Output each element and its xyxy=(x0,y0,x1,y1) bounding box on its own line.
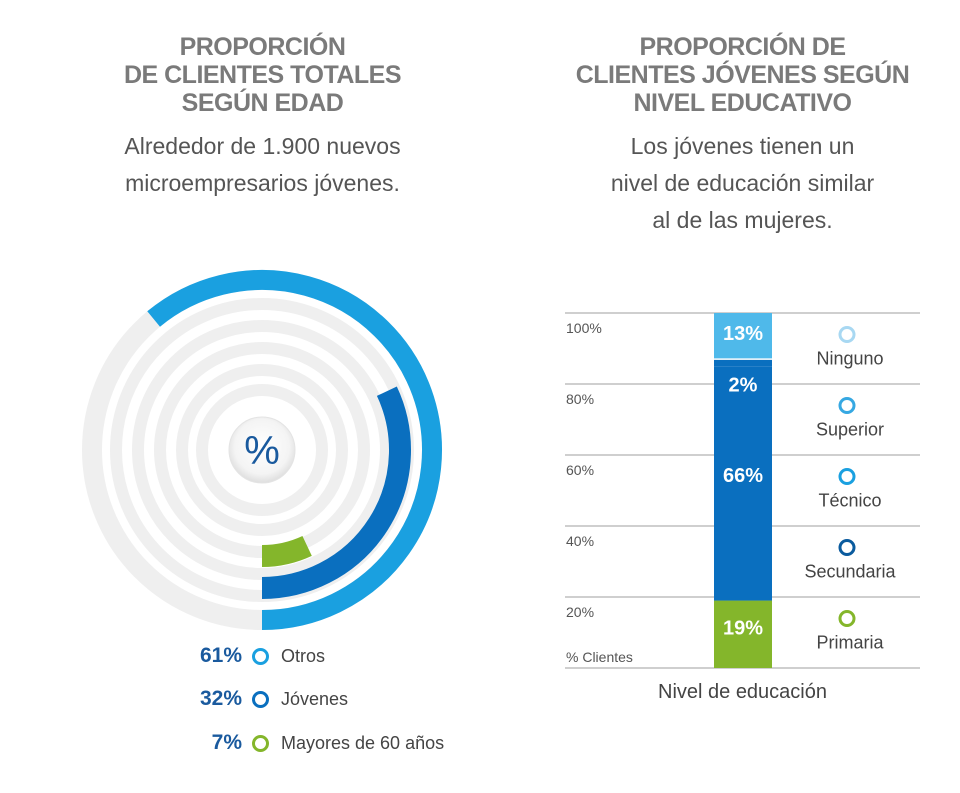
ring-arc-3 xyxy=(261,535,312,567)
legend-ring-icon xyxy=(252,734,269,752)
legend-ring-icon xyxy=(838,397,856,414)
left-subtitle-line-2: microempresarios jóvenes. xyxy=(125,170,400,196)
age-legend-label: Jóvenes xyxy=(281,688,349,709)
bar-value-label: 66% xyxy=(723,465,763,487)
bar-segment-ninguno xyxy=(714,313,772,360)
left-title-line-1: PROPORCIÓN xyxy=(179,33,346,61)
y-tick-label: 40% xyxy=(566,533,594,549)
right-title-line-2: CLIENTES JÓVENES SEGÚN xyxy=(575,61,910,89)
bar-value-label: 19% xyxy=(723,618,763,640)
education-legend-label: Superior xyxy=(816,420,884,440)
bar-segment-primaria xyxy=(714,600,772,668)
legend-ring-icon xyxy=(252,690,269,708)
y-tick-label: 80% xyxy=(566,391,594,407)
right-subtitle-line-2: nivel de educación similar xyxy=(610,170,875,196)
age-legend-item-3: 7% Mayores de 60 años xyxy=(172,728,444,758)
legend-ring-icon xyxy=(838,610,856,627)
legend-ring-icon xyxy=(838,539,856,556)
ring-arc-2 xyxy=(261,386,411,599)
age-ring-chart: % xyxy=(82,270,442,630)
right-chart-subtitle: Los jóvenes tienen un nivel de educación… xyxy=(560,128,925,239)
background-ring-6 xyxy=(196,384,328,516)
education-legend-label: Secundaria xyxy=(804,562,896,582)
left-title-line-3: SEGÚN EDAD xyxy=(181,89,344,117)
background-ring-3 xyxy=(132,320,392,580)
age-legend-label: Mayores de 60 años xyxy=(281,732,445,753)
y-tick-label: 100% xyxy=(566,320,602,336)
y-axis-label: % Clientes xyxy=(566,649,633,665)
left-title-line-2: DE CLIENTES TOTALES xyxy=(123,61,402,89)
right-title-line-1: PROPORCIÓN DE xyxy=(639,33,846,61)
age-legend-item-1: 61% Otros xyxy=(172,641,325,671)
right-chart-title: PROPORCIÓN DE CLIENTES JÓVENES SEGÚN NIV… xyxy=(560,33,925,117)
ring-arc-1 xyxy=(147,270,442,630)
y-tick-label: 20% xyxy=(566,604,594,620)
left-subtitle-line-1: Alrededor de 1.900 nuevos xyxy=(124,133,401,159)
left-chart-title: PROPORCIÓN DE CLIENTES TOTALES SEGÚN EDA… xyxy=(90,33,435,117)
center-percent-symbol: % xyxy=(244,429,280,473)
bar-value-label: 2% xyxy=(729,374,758,396)
bar-segment-técnico xyxy=(714,366,772,601)
center-circle xyxy=(228,416,296,484)
left-chart-subtitle: Alrededor de 1.900 nuevos microempresari… xyxy=(70,128,455,202)
age-legend-value: 7% xyxy=(211,731,242,754)
x-axis-label: Nivel de educación xyxy=(658,681,827,703)
education-legend-label: Ninguno xyxy=(816,349,883,369)
bar-value-label: 13% xyxy=(723,323,763,345)
legend-ring-icon xyxy=(838,468,856,485)
education-legend-label: Técnico xyxy=(818,491,881,511)
legend-ring-icon xyxy=(838,326,856,343)
y-tick-label: 60% xyxy=(566,462,594,478)
age-legend-value: 32% xyxy=(199,687,242,710)
education-legend-label: Primaria xyxy=(816,633,884,653)
age-legend-label: Otros xyxy=(281,645,326,666)
right-subtitle-line-3: al de las mujeres. xyxy=(652,207,833,233)
legend-ring-icon xyxy=(252,647,269,665)
bar-segment-superior xyxy=(714,359,772,367)
background-ring-5 xyxy=(176,364,348,536)
right-subtitle-line-1: Los jóvenes tienen un xyxy=(630,133,855,159)
right-title-line-3: NIVEL EDUCATIVO xyxy=(633,89,853,117)
age-legend-item-2: 32% Jóvenes xyxy=(172,684,348,714)
age-legend-value: 61% xyxy=(199,644,242,667)
